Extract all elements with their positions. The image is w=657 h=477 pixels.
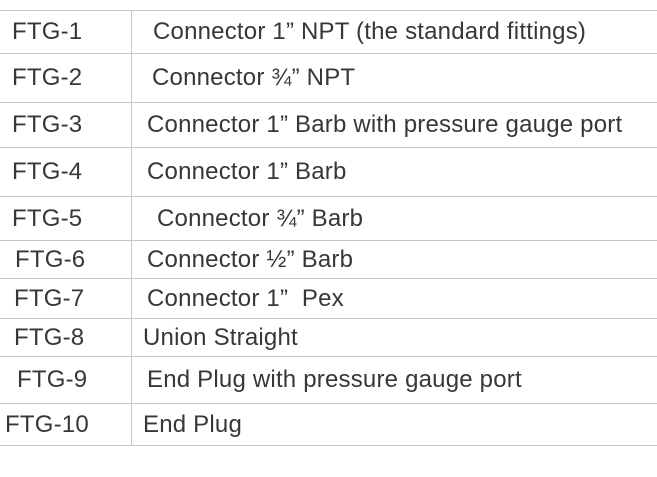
fitting-code: FTG-9 [0,357,132,403]
fitting-description: Connector ¾” NPT [152,64,356,91]
table-row: FTG-9 End Plug with pressure gauge port [0,357,657,404]
table-row: FTG-2 Connector ¾” NPT [0,54,657,103]
fitting-code: FTG-7 [0,279,132,318]
table-row: FTG-7 Connector 1” Pex [0,279,657,319]
fitting-description: Connector ½” Barb [147,245,354,273]
fitting-description: Connector 1” Barb [147,158,347,185]
fitting-description: Connector 1” Pex [147,284,344,312]
fittings-table: FTG-1 Connector 1” NPT (the standard fit… [0,10,657,446]
fitting-description: Connector 1” NPT (the standard fittings) [153,18,587,45]
fitting-code: FTG-3 [0,103,132,147]
fitting-description: End Plug with pressure gauge port [147,366,522,393]
fitting-description: Connector ¾” Barb [157,204,364,232]
table-row: FTG-1 Connector 1” NPT (the standard fit… [0,11,657,54]
fitting-code: FTG-8 [0,319,132,356]
fitting-code: FTG-4 [0,148,132,196]
fitting-description: Connector 1” Barb with pressure gauge po… [147,111,623,138]
fitting-code: FTG-5 [0,197,132,240]
table-row: FTG-3 Connector 1” Barb with pressure ga… [0,103,657,148]
fitting-code: FTG-10 [0,404,132,445]
fitting-description: Union Straight [143,323,298,351]
table-row: FTG-6 Connector ½” Barb [0,241,657,279]
fitting-code: FTG-6 [0,241,132,278]
fitting-description: End Plug [143,410,243,438]
table-row: FTG-10 End Plug [0,404,657,446]
fitting-code: FTG-2 [0,54,132,102]
table-row: FTG-4 Connector 1” Barb [0,148,657,197]
table-row: FTG-8 Union Straight [0,319,657,357]
table-row: FTG-5 Connector ¾” Barb [0,197,657,241]
fitting-code: FTG-1 [0,11,132,53]
